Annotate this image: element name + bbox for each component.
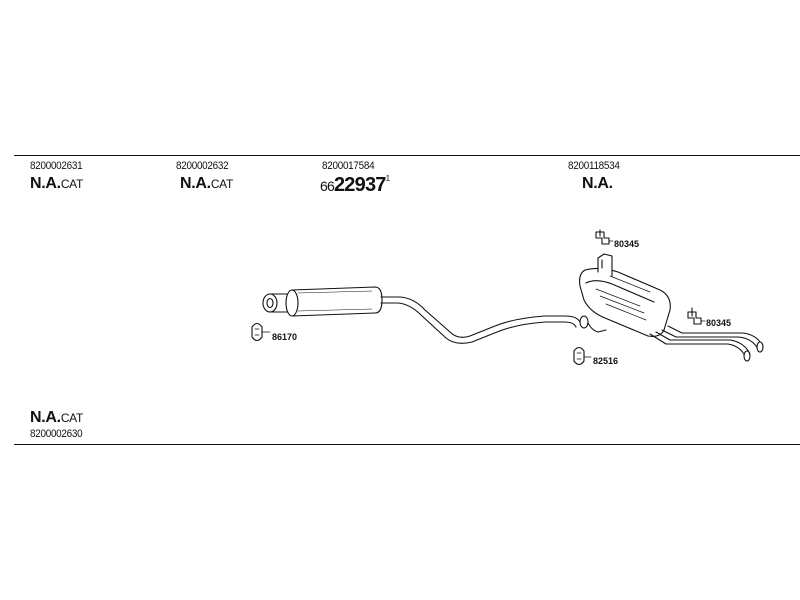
bottom-rule <box>14 444 800 445</box>
hanger-icon-top <box>595 229 614 245</box>
part-code-1-suffix: CAT <box>60 177 84 191</box>
part-code-3-prefix: 66 <box>320 178 335 194</box>
part-number-4: 8200118534 <box>568 160 620 172</box>
callout-top-hanger: 80345 <box>614 239 640 249</box>
part-code-5-suffix: CAT <box>60 411 84 425</box>
part-number-5: 8200002630 <box>30 428 83 440</box>
clamp-icon-rear <box>573 346 592 366</box>
part-code-3: 66229371 <box>320 174 390 197</box>
part-number-3: 8200017584 <box>322 160 375 172</box>
front-silencer <box>262 286 383 317</box>
part-number-1: 8200002631 <box>30 160 83 172</box>
part-code-3-post: 1 <box>385 174 390 183</box>
part-code-4: N.A. <box>582 175 613 193</box>
part-code-5-main: N.A. <box>30 409 61 426</box>
hanger-icon-right <box>687 307 706 325</box>
part-code-2: N.A.CAT <box>180 175 233 193</box>
part-code-1-main: N.A. <box>30 175 61 192</box>
rear-silencer <box>579 253 764 362</box>
callout-rear-clamp: 82516 <box>593 356 619 366</box>
part-code-5: N.A.CAT <box>30 409 83 427</box>
part-code-2-main: N.A. <box>180 175 211 192</box>
part-code-3-main: 22937 <box>333 174 386 196</box>
clamp-icon-front <box>251 322 271 342</box>
part-code-2-suffix: CAT <box>210 177 234 191</box>
callout-front-clamp: 86170 <box>272 332 298 342</box>
part-code-1: N.A.CAT <box>30 175 83 193</box>
part-code-4-main: N.A. <box>582 175 613 192</box>
top-rule <box>14 155 800 156</box>
intermediate-pipe <box>380 296 581 344</box>
callout-right-hanger: 80345 <box>706 318 732 328</box>
part-number-2: 8200002632 <box>176 160 229 172</box>
